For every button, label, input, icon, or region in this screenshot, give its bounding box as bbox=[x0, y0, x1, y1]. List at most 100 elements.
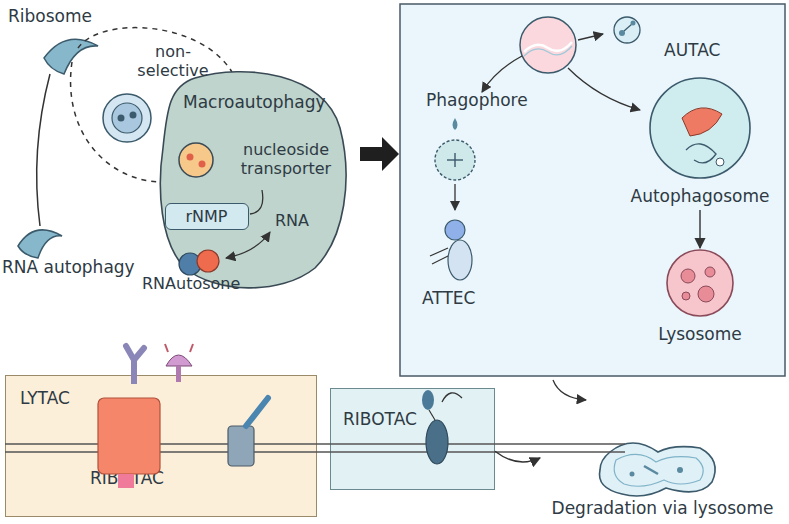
rnautosone-icon bbox=[179, 253, 201, 275]
double-arrow bbox=[226, 232, 270, 258]
degradation-vesicle-outline bbox=[630, 472, 635, 477]
macroautophagy-blob: Macroautophagy nucleoside transporterRNA r… bbox=[155, 68, 350, 293]
autac-icon bbox=[614, 17, 640, 43]
nucleotide-icon bbox=[179, 143, 213, 177]
block-arrow bbox=[360, 137, 399, 171]
degradation-vesicle-outline bbox=[614, 454, 703, 486]
ribotac-icon bbox=[422, 390, 434, 410]
rnautosone-icon bbox=[197, 250, 219, 272]
nucleotide-icon bbox=[199, 161, 206, 168]
membrane bbox=[5, 451, 625, 453]
membrane bbox=[5, 444, 625, 452]
macroautophagy-blob-outline bbox=[160, 72, 346, 288]
lysosome-circle-outline bbox=[682, 292, 690, 300]
attec-icon bbox=[432, 256, 448, 264]
degradation-vesicle-outline bbox=[599, 443, 715, 496]
phagophore-icon bbox=[453, 118, 458, 130]
lytac-receptor bbox=[98, 398, 160, 488]
node-text: Autophagosome bbox=[620, 186, 780, 206]
lytac-panel: LYTAC RIBOTAC bbox=[5, 375, 317, 517]
node-text: rNMP bbox=[166, 207, 247, 226]
node-text: RIBOTAC bbox=[343, 409, 417, 429]
lysosome-circle-outline bbox=[667, 250, 733, 316]
lysosome-circle-outline bbox=[698, 286, 714, 302]
phagophore-icon bbox=[454, 153, 455, 167]
ribosome-icon bbox=[44, 39, 98, 74]
autac-icon bbox=[631, 21, 636, 26]
membrane-protein bbox=[228, 426, 254, 466]
cargo-icon bbox=[524, 42, 572, 52]
node-text: LYTAC bbox=[20, 388, 70, 408]
rnautosone-icon bbox=[179, 250, 219, 275]
ligand-icon bbox=[165, 344, 193, 382]
ribotac-panel: RIBOTAC bbox=[330, 388, 495, 490]
vesicle-icon bbox=[130, 112, 137, 119]
arrow-line bbox=[454, 184, 455, 210]
component-label: Phagophore bbox=[426, 90, 528, 110]
arrow-line bbox=[578, 34, 603, 40]
cargo-icon bbox=[524, 46, 572, 56]
ligand-icon bbox=[166, 355, 192, 366]
node-text: nucleoside transporter bbox=[231, 140, 341, 178]
autophagy-panel bbox=[400, 4, 785, 376]
autophagosome-circle-outline bbox=[716, 158, 724, 166]
phagophore-icon bbox=[435, 118, 475, 180]
annotation-label: non-selective bbox=[130, 42, 216, 80]
vesicle-icon bbox=[118, 115, 125, 122]
autophagosome-circle: Autophagosome bbox=[620, 70, 780, 210]
attec-icon bbox=[430, 220, 472, 280]
degradation-vesicle-outline bbox=[677, 467, 683, 473]
receptor-icon bbox=[131, 358, 137, 384]
lytac-receptor bbox=[118, 474, 134, 488]
arrow-line bbox=[568, 68, 640, 110]
rnmp-box: rNMP bbox=[165, 203, 249, 230]
ligand-icon bbox=[176, 366, 181, 382]
node-text: RIBOTAC bbox=[90, 468, 164, 488]
vesicle-icon bbox=[112, 103, 142, 133]
connector-line bbox=[37, 74, 50, 226]
ribosome-icon bbox=[44, 39, 98, 74]
attec-icon bbox=[448, 240, 472, 280]
lysosome-circle: Lysosome bbox=[640, 248, 760, 348]
membrane-protein bbox=[246, 398, 268, 426]
receptor-icon bbox=[126, 346, 144, 384]
lysosome-circle-outline bbox=[681, 269, 695, 283]
attec-icon bbox=[430, 248, 448, 256]
vesicle-icon bbox=[103, 94, 151, 142]
degradation-vesicle: Degradation via lysosome bbox=[540, 430, 785, 522]
vesicle-icon bbox=[103, 94, 151, 142]
node-text: Degradation via lysosome bbox=[540, 498, 785, 518]
cargo-icon bbox=[520, 17, 576, 73]
nucleotide-icon bbox=[187, 154, 194, 161]
ligand-icon bbox=[165, 344, 193, 352]
autac-icon bbox=[614, 17, 640, 43]
membrane bbox=[5, 443, 625, 445]
ribotac-icon bbox=[422, 390, 462, 464]
node-text: Lysosome bbox=[640, 324, 760, 344]
component-label: RNAutosone bbox=[142, 274, 240, 293]
ribotac-icon bbox=[429, 410, 435, 420]
ribotac-icon bbox=[442, 393, 462, 402]
dashed-path bbox=[71, 62, 160, 182]
phagophore-icon bbox=[435, 140, 475, 180]
autophagosome-circle-outline bbox=[682, 108, 722, 136]
component-label: AUTAC bbox=[664, 40, 720, 60]
lysosome-circle-outline bbox=[705, 267, 715, 277]
ribotac-icon bbox=[426, 420, 448, 464]
node-text: RNA bbox=[275, 211, 309, 230]
arrow-connector bbox=[495, 451, 540, 462]
autophagosome-circle-outline bbox=[650, 78, 750, 178]
autac-icon bbox=[619, 30, 625, 36]
component-label: RNA autophagy bbox=[2, 257, 135, 277]
component-label: Ribosome bbox=[8, 6, 92, 26]
arrow-line bbox=[553, 380, 586, 400]
attec-icon bbox=[445, 220, 465, 240]
node-text: Macroautophagy bbox=[183, 92, 326, 112]
component-label: ATTEC bbox=[422, 288, 475, 308]
arrow-line bbox=[482, 56, 522, 92]
receptor-icon bbox=[126, 346, 144, 360]
degradation-vesicle-outline bbox=[644, 466, 658, 474]
membrane-protein bbox=[228, 398, 268, 466]
